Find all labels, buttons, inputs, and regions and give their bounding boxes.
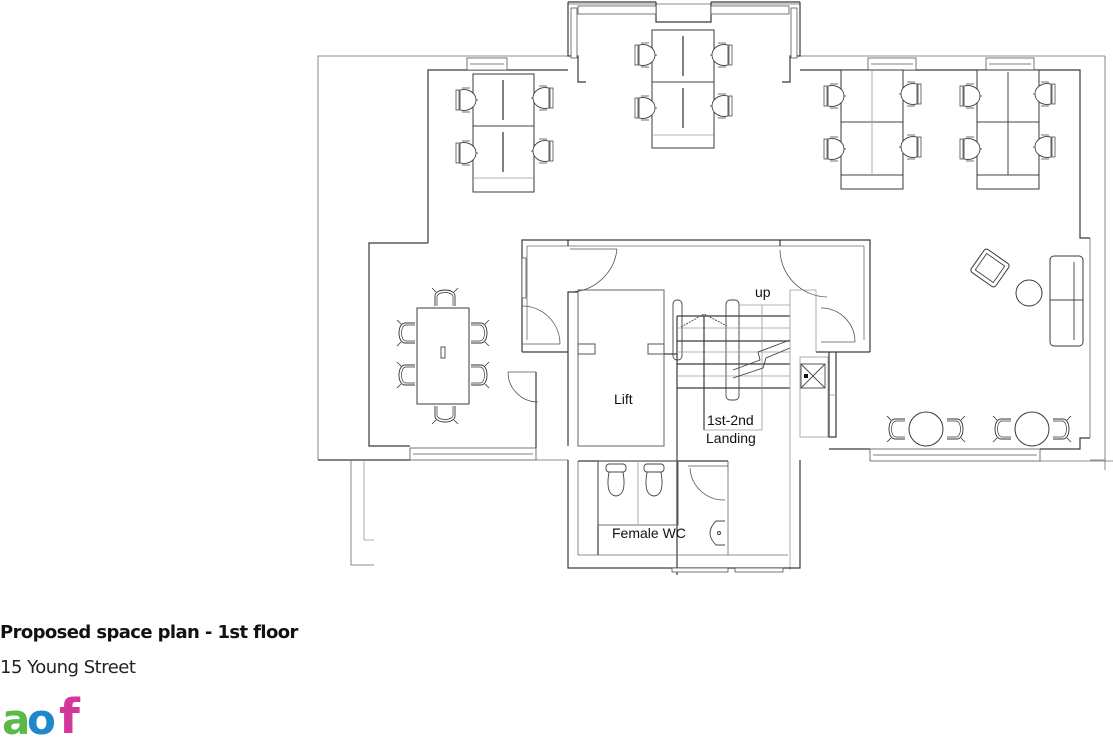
toilet-1 — [605, 463, 627, 497]
floor-plan: Lift up 1st-2nd Landing Female WC — [317, 1, 1113, 575]
wash-basin — [709, 520, 725, 546]
logo-letter-a: a — [2, 695, 31, 744]
toilet-2 — [643, 463, 665, 497]
cafe-table-2 — [992, 411, 1072, 447]
sofa — [1049, 255, 1084, 347]
label-stair-up: up — [755, 284, 771, 300]
outer-walls — [317, 1, 1113, 566]
desk-cluster-4 — [959, 69, 1055, 190]
core-walls — [507, 239, 871, 575]
desk-cluster-2 — [634, 29, 732, 149]
aof-logo: a o f — [2, 693, 92, 744]
meeting-table — [396, 287, 490, 425]
label-female-wc: Female WC — [612, 525, 686, 541]
desk-cluster-1 — [455, 73, 553, 193]
cafe-table-1 — [886, 411, 966, 447]
label-landing-line2: Landing — [706, 430, 756, 446]
label-lift: Lift — [614, 391, 633, 407]
label-landing-line1: 1st-2nd — [707, 412, 754, 428]
armchair — [970, 248, 1010, 288]
logo-letter-f: f — [59, 689, 80, 745]
coffee-table — [1015, 279, 1043, 307]
stair-treads — [677, 304, 791, 431]
desk-cluster-3 — [823, 69, 921, 190]
drawing-title: Proposed space plan - 1st floor — [0, 622, 298, 643]
drawing-subtitle: 15 Young Street — [0, 657, 136, 678]
logo-letter-o: o — [27, 695, 56, 744]
